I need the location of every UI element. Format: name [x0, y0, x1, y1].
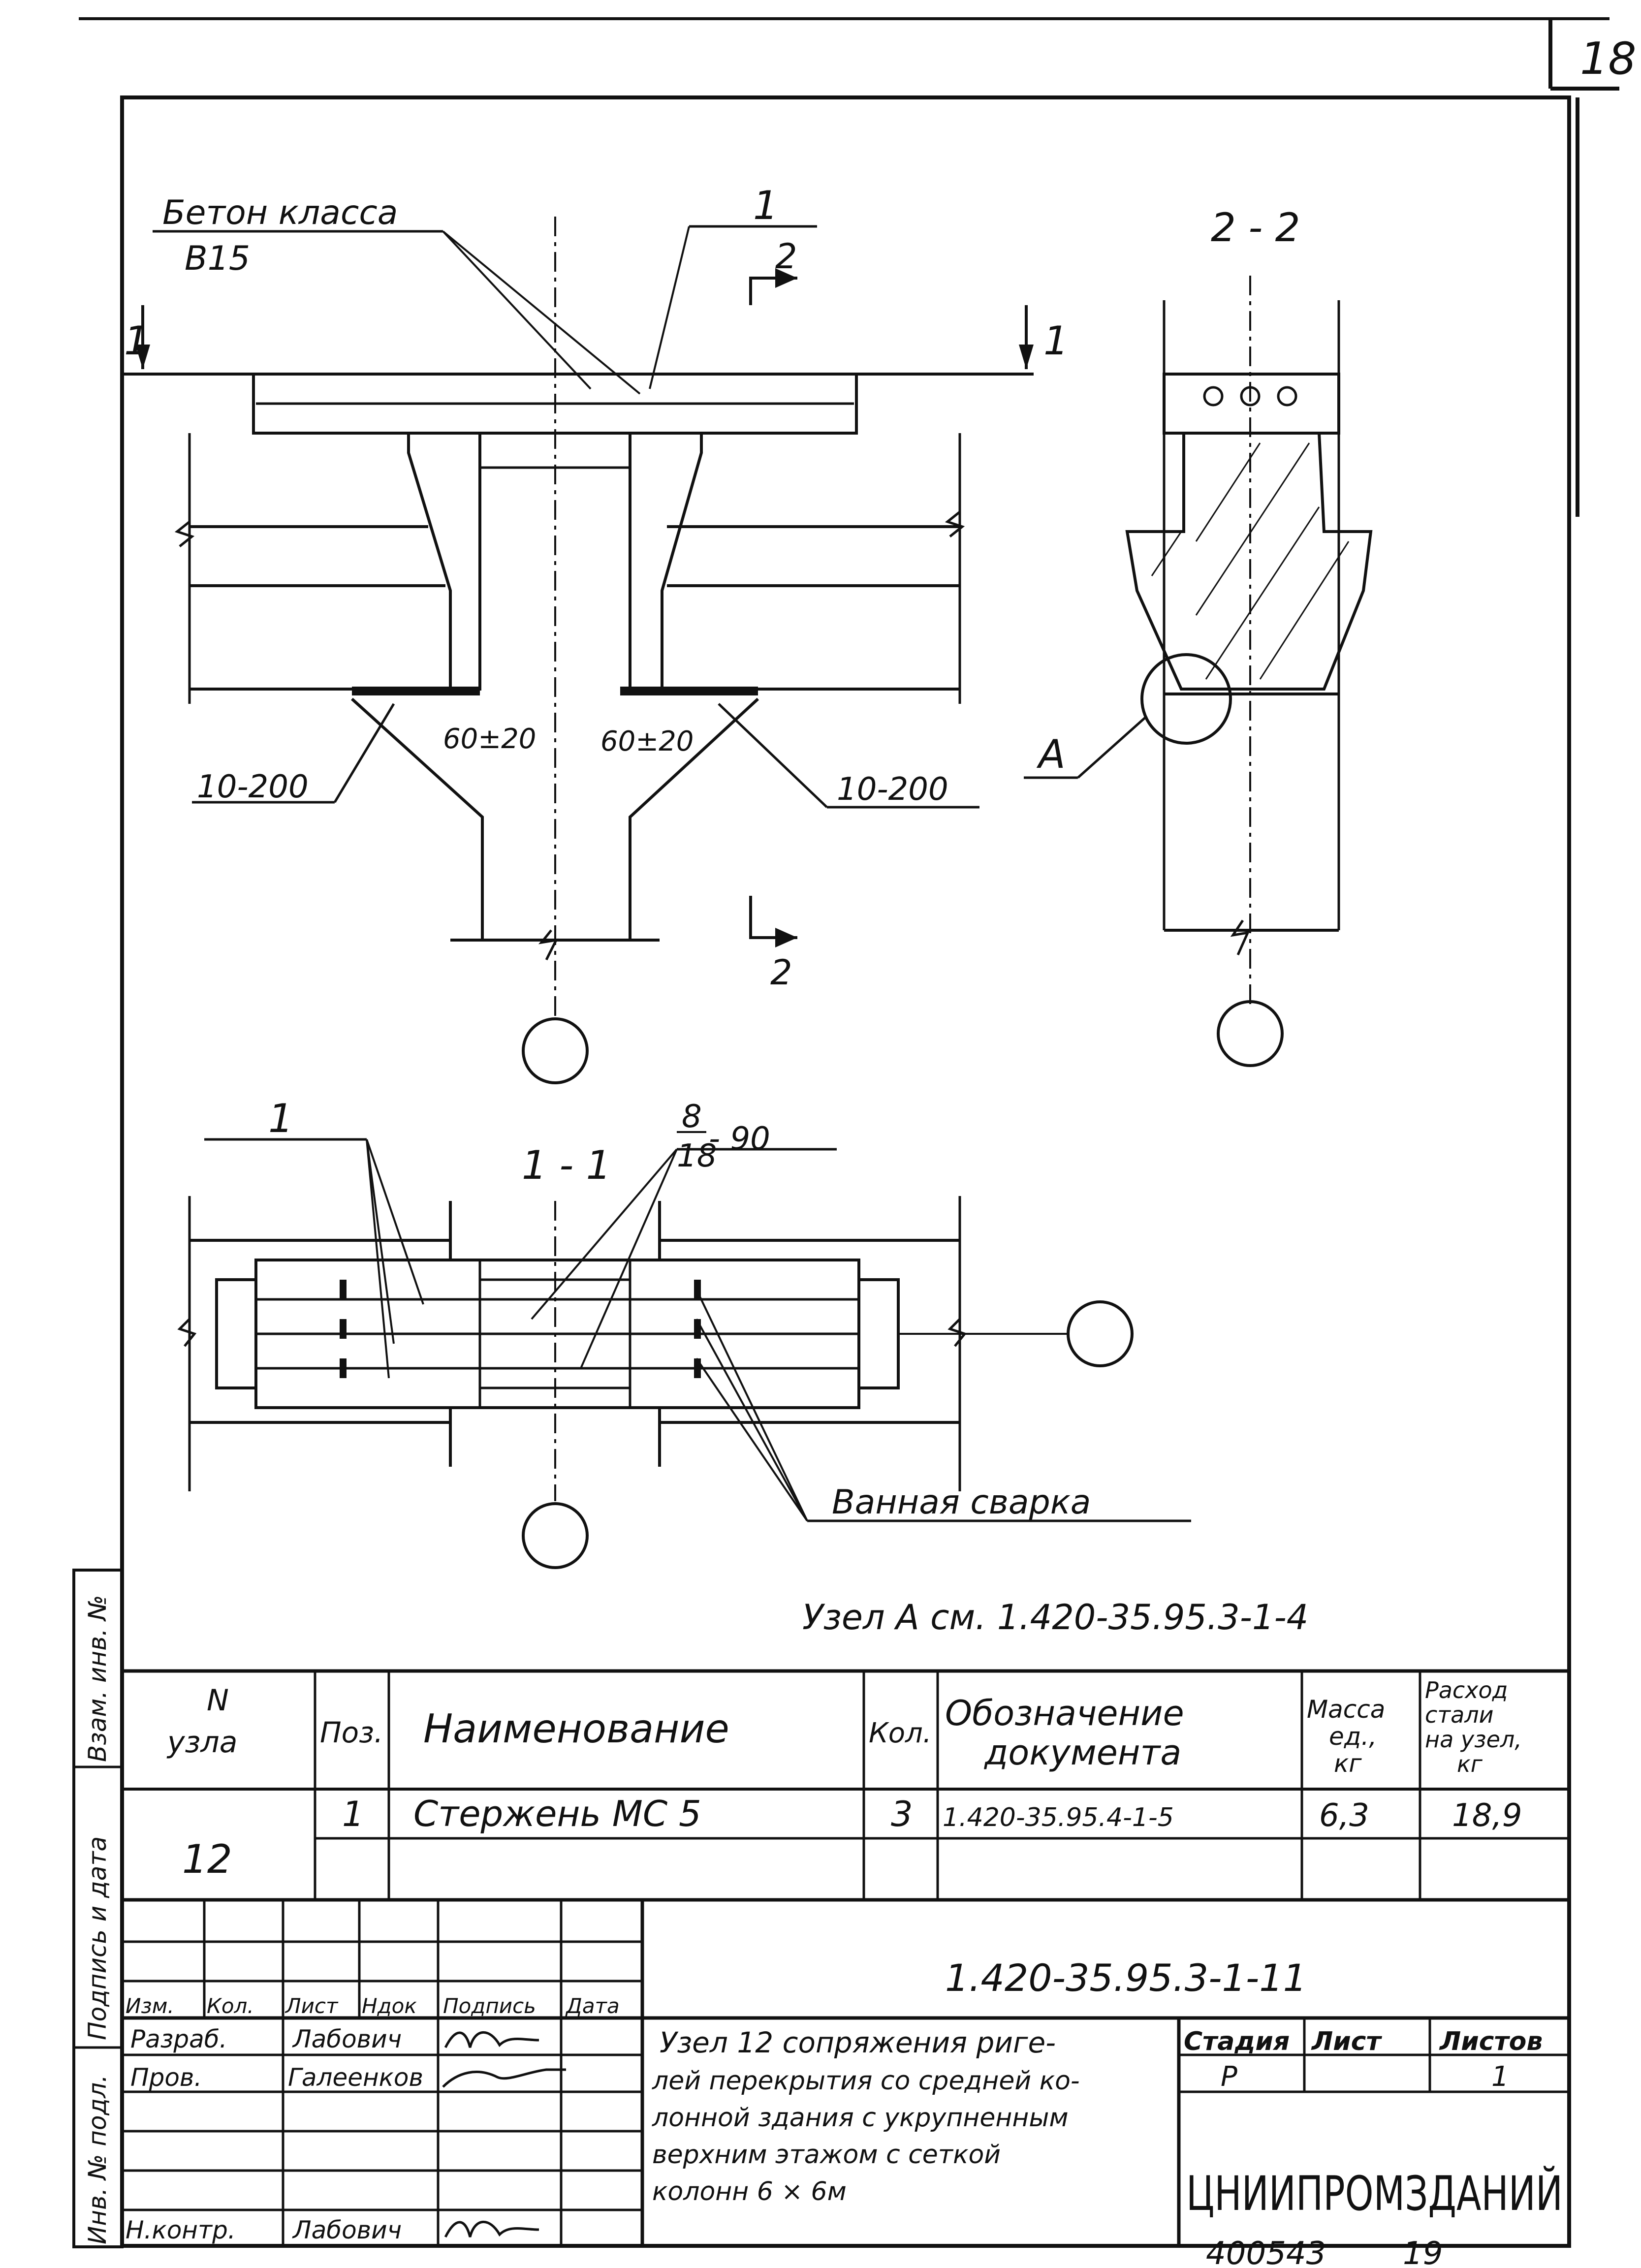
section-arrow-icon [135, 345, 150, 369]
archive-number: 400543 [1206, 2236, 1326, 2268]
hdr-name: Наименование [423, 1706, 729, 1752]
node-reference: Узел А см. 1.420-35.95.3-1-4 [802, 1597, 1308, 1638]
checker-signature [442, 2068, 566, 2088]
hdr-node-label: узла [166, 1725, 238, 1760]
checked-label: Пров. [130, 2063, 202, 2092]
title-line-1: Узел 12 сопряжения риге- [660, 2026, 1056, 2059]
row-doc: 1.420-35.95.4-1-5 [943, 1803, 1174, 1832]
section-mark-1-left: 1 [124, 318, 149, 364]
organization-name: ЦНИИПРОМЗДАНИЙ [1186, 2166, 1563, 2221]
hdr-doc-2: документа [984, 1732, 1181, 1773]
main-elevation-view: Бетон класса В15 1 2 1 1 [122, 183, 1069, 1084]
hdr-mass-1: Масса [1307, 1695, 1385, 1724]
weld-left-label: 10-200 [197, 769, 309, 805]
section-arrow-icon [775, 928, 797, 947]
axis-bubble [1067, 1300, 1134, 1367]
section-mark-1-right: 1 [1043, 318, 1069, 364]
detail-a-mark: А [1036, 731, 1066, 777]
left-margin-stamp: Взам. инв. № Подпись и дата Инв. № подл. [72, 1569, 124, 2248]
rebar-denominator: 18 [677, 1138, 717, 1174]
section-arrow-icon [1019, 345, 1034, 369]
norm-controller-signature [444, 2220, 539, 2238]
rebar-spacing: - 90 [709, 1121, 770, 1157]
hdr-doc-1: Обозначение [945, 1693, 1184, 1733]
axis-bubble [1217, 1000, 1284, 1067]
hdr-qty: Кол. [869, 1717, 932, 1749]
hdr-mass-2: ед., [1329, 1722, 1377, 1751]
inv-no-orig-label: Инв. № подл. [83, 2075, 112, 2244]
row-name: Стержень МС 5 [413, 1793, 701, 1834]
hdr-steel-2: стали [1425, 1701, 1494, 1728]
bath-weld-label: Ванная сварка [832, 1483, 1091, 1522]
developed-label: Разраб. [130, 2025, 227, 2053]
concrete-class-label: Бетон класса [162, 193, 398, 232]
hdr-steel-4: кг [1457, 1751, 1483, 1777]
archive-page: 19 [1403, 2236, 1443, 2268]
title-line-4: верхним этажом с сеткой [652, 2140, 1001, 2170]
sheet-label: Лист [1311, 2027, 1382, 2056]
sheet-number: 18 [1580, 33, 1637, 85]
col-hdr-kol: Кол. [207, 1994, 254, 2018]
stage-label: Стадия [1184, 2027, 1290, 2056]
weld-right-label: 10-200 [837, 771, 948, 808]
rebar-numerator: 8 [682, 1099, 702, 1135]
sheet-frame: 18 [79, 17, 1637, 2248]
section-mark-2-bottom: 2 [770, 952, 792, 993]
col-hdr-izm: Изм. [126, 1994, 174, 2018]
pos-1-label-plan: 1 [268, 1096, 293, 1141]
stage-value: Р [1221, 2061, 1237, 2093]
row-pos: 1 [342, 1794, 364, 1834]
col-hdr-date: Дата [565, 1994, 620, 2018]
concrete-class-value: В15 [185, 239, 250, 278]
hdr-steel-1: Расход [1425, 1677, 1508, 1703]
row-qty: 3 [891, 1794, 913, 1834]
hdr-node-n: N [207, 1683, 229, 1718]
section-1-1-title: 1 - 1 [522, 1142, 611, 1188]
section-mark-2-top: 2 [775, 236, 797, 277]
col-hdr-list: Лист [284, 1994, 339, 2018]
checker-name: Галеенков [288, 2063, 423, 2092]
norm-control-label: Н.контр. [126, 2216, 236, 2244]
section-1-1-view: 1 - 1 1 8 18 - 90 [177, 1096, 1191, 1569]
dim-right: 60±20 [600, 725, 694, 757]
hdr-steel-3: на узел, [1425, 1726, 1522, 1753]
node-number: 12 [182, 1836, 232, 1882]
pos-1-label: 1 [753, 183, 778, 228]
developer-name: Лабович [292, 2025, 402, 2053]
sheets-value: 1 [1491, 2061, 1509, 2093]
doc-code: 1.420-35.95.3-1-11 [945, 1956, 1307, 2000]
sheets-label: Листов [1439, 2027, 1543, 2056]
norm-controller-name: Лабович [292, 2216, 402, 2244]
section-2-2-view: 2 - 2 А [1024, 205, 1373, 1067]
title-block: 1.420-35.95.3-1-11 Изм. Кол. Лист Ндок П… [122, 1900, 1569, 2246]
signature-date-label: Подпись и дата [83, 1836, 112, 2040]
axis-bubble [522, 1502, 589, 1569]
hdr-pos: Поз. [320, 1716, 383, 1749]
title-line-3: лонной здания с укрупненным [652, 2103, 1069, 2133]
dim-left: 60±20 [443, 723, 536, 755]
row-mass: 6,3 [1319, 1797, 1369, 1834]
axis-bubble [522, 1017, 589, 1084]
hdr-mass-3: кг [1334, 1749, 1362, 1778]
replaced-inv-label: Взам. инв. № [83, 1595, 112, 1762]
title-line-2: лей перекрытия со средней ко- [652, 2066, 1080, 2096]
col-hdr-signature: Подпись [443, 1994, 536, 2018]
section-arrow-icon [775, 268, 797, 288]
detail-a-circle [1140, 653, 1232, 745]
specification-table: N узла Поз. Наименование Кол. Обозначени… [122, 1669, 1569, 1902]
developer-signature [444, 2031, 539, 2048]
col-hdr-ndok: Ндок [362, 1994, 417, 2018]
section-2-2-title: 2 - 2 [1211, 205, 1300, 251]
title-line-5: колонн 6 × 6м [652, 2177, 847, 2206]
row-steel: 18,9 [1452, 1797, 1522, 1834]
